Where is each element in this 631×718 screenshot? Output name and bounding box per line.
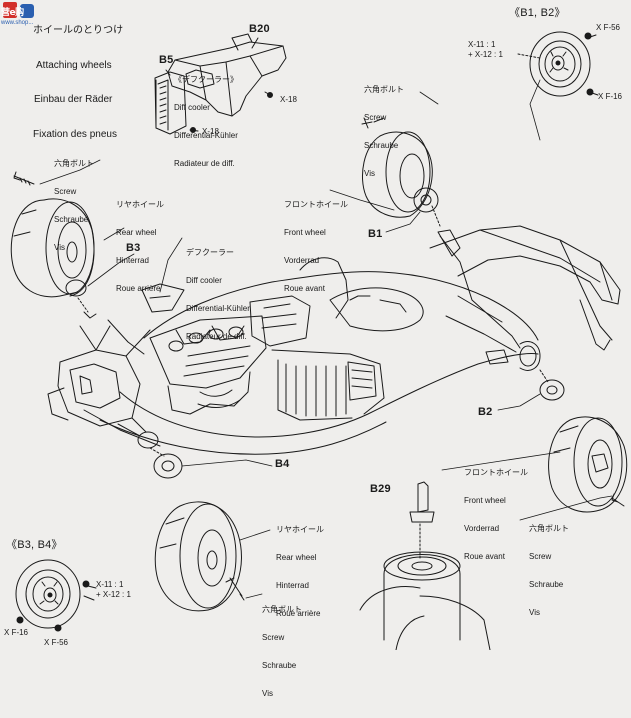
code-xf56-bottom: X F-56 <box>44 638 69 647</box>
label-jp: デフクーラー <box>186 247 234 257</box>
label-en: Rear wheel <box>276 553 317 563</box>
rear-wing-b20 <box>167 33 287 117</box>
rear-wheel-lower <box>154 501 242 612</box>
label-fr: Vis <box>262 689 273 699</box>
label-en: Rear wheel <box>116 228 157 238</box>
header-fr: Fixation des pneus <box>33 128 117 140</box>
label-jp: 《デフクーラー》 <box>174 74 238 84</box>
screw-center-top <box>361 117 385 129</box>
label-en: Screw <box>262 633 285 643</box>
label-screw-left: 六角ボルト Screw Schraube Vis <box>54 140 94 272</box>
code-xf16-bottom: X F-16 <box>4 628 29 637</box>
label-diff-cooler-mid: デフクーラー Diff cooler Differential-Kühler R… <box>186 229 250 361</box>
label-en: Screw <box>529 552 552 562</box>
header-de: Einbau der Räder <box>34 94 113 105</box>
label-jp: リヤホイール <box>276 524 324 534</box>
label-jp: 六角ボルト <box>54 158 94 168</box>
front-wheel-upper <box>362 131 441 227</box>
label-de: Vorderrad <box>464 524 500 534</box>
part-b1: B1 <box>368 228 383 240</box>
label-rear-wheel-top: リヤホイール Rear wheel Hinterrad Roue arrière <box>116 181 164 313</box>
label-jp: フロントホイール <box>464 467 528 477</box>
label-fr: Vis <box>54 243 65 253</box>
label-rear-wheel-bottom: リヤホイール Rear wheel Hinterrad Roue arrière <box>276 506 324 638</box>
part-b2: B2 <box>478 406 493 418</box>
label-de: Schraube <box>364 141 399 151</box>
assembly-diagram <box>10 31 628 650</box>
label-fr: Radiateur de diff. <box>186 332 247 342</box>
label-fr: Vis <box>364 169 375 179</box>
label-de: Differential-Kühler <box>174 131 238 141</box>
label-fr: Roue avant <box>464 552 505 562</box>
detail-wheel-bottom <box>15 559 97 632</box>
part-b20: B20 <box>249 23 270 35</box>
code-x18-cooler: X-18 <box>202 127 219 136</box>
label-front-wheel-right: フロントホイール Front wheel Vorderrad Roue avan… <box>464 449 528 581</box>
label-de: Hinterrad <box>116 256 149 266</box>
label-jp: フロントホイール <box>284 199 348 209</box>
label-jp: 六角ボルト <box>262 604 302 614</box>
code-x18-wing: X-18 <box>280 95 297 104</box>
label-jp: リヤホイール <box>116 199 164 209</box>
part-b4: B4 <box>275 458 290 470</box>
part-b1-b2-detail: 《B1, B2》 <box>509 7 566 19</box>
label-diff-cooler-top: 《デフクーラー》 Diff cooler Differential-Kühler… <box>174 56 238 188</box>
label-de: Vorderrad <box>284 256 320 266</box>
label-de: Schraube <box>262 661 297 671</box>
label-en: Diff cooler <box>174 103 210 113</box>
label-de: Hinterrad <box>276 581 309 591</box>
label-en: Diff cooler <box>186 276 222 286</box>
part-b5: B5 <box>159 54 174 66</box>
code-ratio-bottom: X-11 : 1 + X-12 : 1 <box>96 580 131 599</box>
label-screw-right: 六角ボルト Screw Schraube Vis <box>529 505 569 637</box>
watermark-brand: 营e购 <box>1 8 24 18</box>
label-screw-top: 六角ボルト Screw Schraube Vis <box>364 66 404 198</box>
label-en: Front wheel <box>464 496 506 506</box>
label-de: Schraube <box>54 215 89 225</box>
label-de: Schraube <box>529 580 564 590</box>
leader-b5 <box>165 69 171 76</box>
screws-top <box>189 91 273 133</box>
watermark-logo <box>3 2 34 18</box>
code-ratio-top: X-11 : 1 + X-12 : 1 <box>468 40 503 59</box>
label-en: Screw <box>364 113 387 123</box>
screw-left-top <box>13 171 35 186</box>
label-front-wheel-top: フロントホイール Front wheel Vorderrad Roue avan… <box>284 181 348 313</box>
label-fr: Roue arrière <box>116 284 161 294</box>
detail-b29 <box>359 481 491 650</box>
header-jp: ホイールのとりつけ <box>33 25 124 36</box>
label-de: Differential-Kühler <box>186 304 250 314</box>
part-b29: B29 <box>370 483 391 495</box>
leader-lines <box>39 79 613 599</box>
code-xf56-top: X F-56 <box>596 23 621 32</box>
part-b3: B3 <box>126 242 141 254</box>
part-b3-b4-detail: 《B3, B4》 <box>6 539 63 551</box>
code-xf16-top: X F-16 <box>598 92 623 101</box>
diff-cooler-b5 <box>154 71 187 135</box>
rear-wheel-left <box>10 198 97 319</box>
front-wheel-lower <box>548 416 628 513</box>
label-jp: 六角ボルト <box>529 523 569 533</box>
label-screw-bottom: 六角ボルト Screw Schraube Vis <box>262 586 302 718</box>
label-en: Front wheel <box>284 228 326 238</box>
section-header: ホイールのとりつけ Attaching wheels Einbau der Rä… <box>33 2 123 163</box>
label-fr: Radiateur de diff. <box>174 159 235 169</box>
header-en: Attaching wheels <box>36 59 112 71</box>
label-fr: Roue arrière <box>276 609 321 619</box>
instruction-sheet: 营e购 www.shop... ホイールのとりつけ Attaching whee… <box>1 2 628 698</box>
label-fr: Vis <box>529 608 540 618</box>
screw-bottom <box>225 577 245 601</box>
car-chassis <box>47 225 621 479</box>
label-fr: Roue avant <box>284 284 325 294</box>
label-en: Screw <box>54 187 77 197</box>
detail-wheel-top <box>517 31 599 97</box>
leader-b20 <box>251 37 259 49</box>
label-jp: 六角ボルト <box>364 84 404 94</box>
watermark-site: www.shop... <box>1 20 34 26</box>
screw-right <box>611 493 625 507</box>
